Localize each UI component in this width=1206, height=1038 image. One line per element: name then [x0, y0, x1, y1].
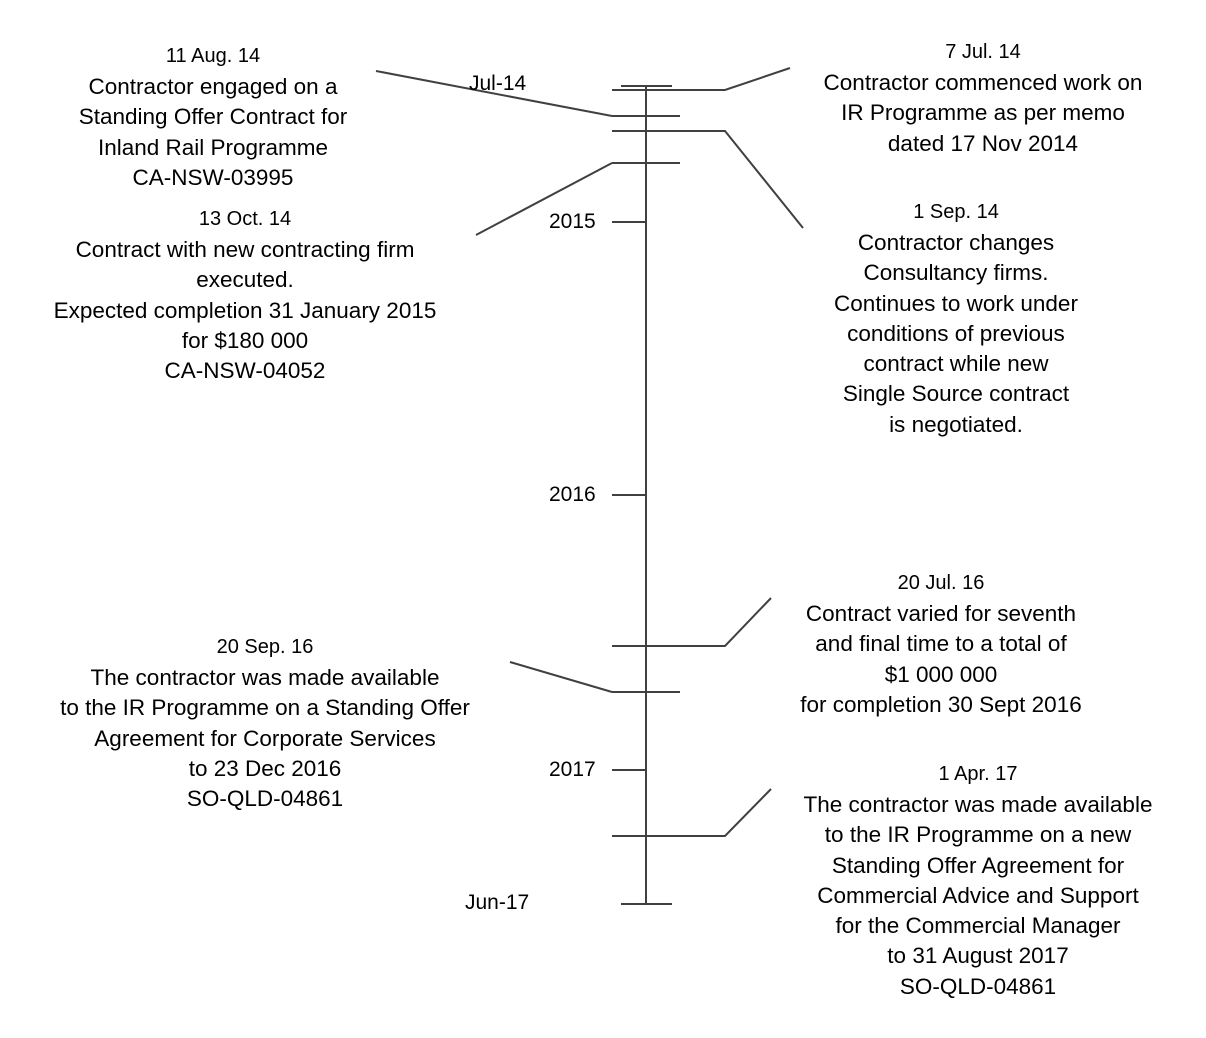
event-description-line: to 23 Dec 2016: [188, 755, 342, 781]
event-description-line: Contract with new contracting firm: [75, 237, 415, 262]
event-connector-7-jul-14: [680, 67, 791, 91]
event-description-line: and final time to a total of: [815, 631, 1067, 657]
event-label-20-sep-16: 20 Sep. 16 The contractor was made avail…: [15, 631, 515, 814]
event-date: 1 Apr. 17: [938, 763, 1018, 785]
event-description-line: Standing Offer Agreement for: [831, 852, 1125, 878]
event-label-1-sep-14: 1 Sep. 14 Contractor changes Consultancy…: [756, 196, 1156, 440]
event-label-11-aug-14: 11 Aug. 14 Contractor engaged on a Stand…: [3, 40, 423, 193]
event-description-line: Single Source contract: [842, 381, 1070, 407]
event-connector-1-sep-14: [680, 130, 804, 229]
event-description-line: SO-QLD-04861: [186, 786, 344, 812]
event-date: 20 Sep. 16: [216, 636, 314, 658]
event-description-line: Contractor changes: [857, 230, 1055, 255]
event-description-line: contract while new: [863, 351, 1049, 377]
event-description-line: conditions of previous: [847, 320, 1065, 346]
event-description-line: Commercial Advice and Support: [817, 882, 1139, 908]
event-connector-20-jul-16: [680, 597, 772, 647]
event-connector-1-apr-17: [680, 788, 772, 837]
event-label-13-oct-14: 13 Oct. 14 Contract with new contracting…: [15, 203, 475, 386]
event-label-7-jul-14: 7 Jul. 14 Contractor commenced work on I…: [778, 36, 1188, 159]
event-description-line: for $180 000: [181, 327, 309, 353]
event-description-line: dated 17 Nov 2014: [887, 130, 1079, 156]
event-description-line: Agreement for Corporate Services: [94, 725, 436, 751]
event-label-20-jul-16: 20 Jul. 16 Contract varied for seventh a…: [741, 567, 1141, 720]
event-description-line: CA-NSW-04052: [164, 358, 326, 384]
event-description-line: executed.: [196, 267, 294, 293]
event-description-line: Consultancy firms.: [863, 260, 1049, 286]
event-description-line: Continues to work under: [834, 290, 1078, 316]
event-description-line: for completion 30 Sept 2016: [800, 691, 1082, 717]
event-description-line: $1 000 000: [884, 661, 998, 687]
event-description-line: for the Commercial Manager: [835, 913, 1121, 939]
event-description-line: SO-QLD-04861: [899, 973, 1057, 999]
axis-end-label: Jun-17: [465, 891, 530, 914]
event-description-line: to the IR Programme on a Standing Offer: [60, 695, 470, 721]
axis-year-label-2017: 2017: [549, 758, 596, 781]
event-description-line: The contractor was made available: [803, 792, 1153, 817]
event-description-line: Contract varied for seventh: [805, 601, 1077, 626]
axis-year-label-2016: 2016: [549, 483, 596, 506]
event-description-line: Inland Rail Programme: [97, 134, 329, 160]
event-date: 13 Oct. 14: [198, 208, 292, 230]
event-date: 20 Jul. 16: [897, 572, 985, 594]
event-connector-20-sep-16: [509, 661, 613, 693]
event-date: 11 Aug. 14: [165, 45, 261, 67]
axis-start-label: Jul-14: [469, 72, 527, 95]
event-description-line: to the IR Programme on a new: [824, 822, 1132, 848]
event-description-line: The contractor was made available: [90, 665, 440, 690]
event-label-1-apr-17: 1 Apr. 17 The contractor was made availa…: [771, 758, 1185, 1002]
axis-year-label-2015: 2015: [549, 210, 596, 233]
event-date: 7 Jul. 14: [945, 41, 1021, 63]
event-connector-11-aug-14: [375, 70, 613, 117]
event-description-line: Standing Offer Contract for: [78, 104, 348, 130]
event-description-line: Contractor commenced work on: [823, 70, 1143, 95]
event-connector-13-oct-14: [475, 162, 613, 236]
event-description-line: is negotiated.: [889, 411, 1023, 437]
event-description-line: CA-NSW-03995: [132, 164, 294, 190]
event-date: 1 Sep. 14: [913, 201, 999, 223]
event-description-line: Contractor engaged on a: [88, 74, 338, 99]
event-description-line: to 31 August 2017: [887, 943, 1069, 969]
event-description-line: IR Programme as per memo: [841, 100, 1125, 126]
event-description-line: Expected completion 31 January 2015: [53, 297, 437, 323]
